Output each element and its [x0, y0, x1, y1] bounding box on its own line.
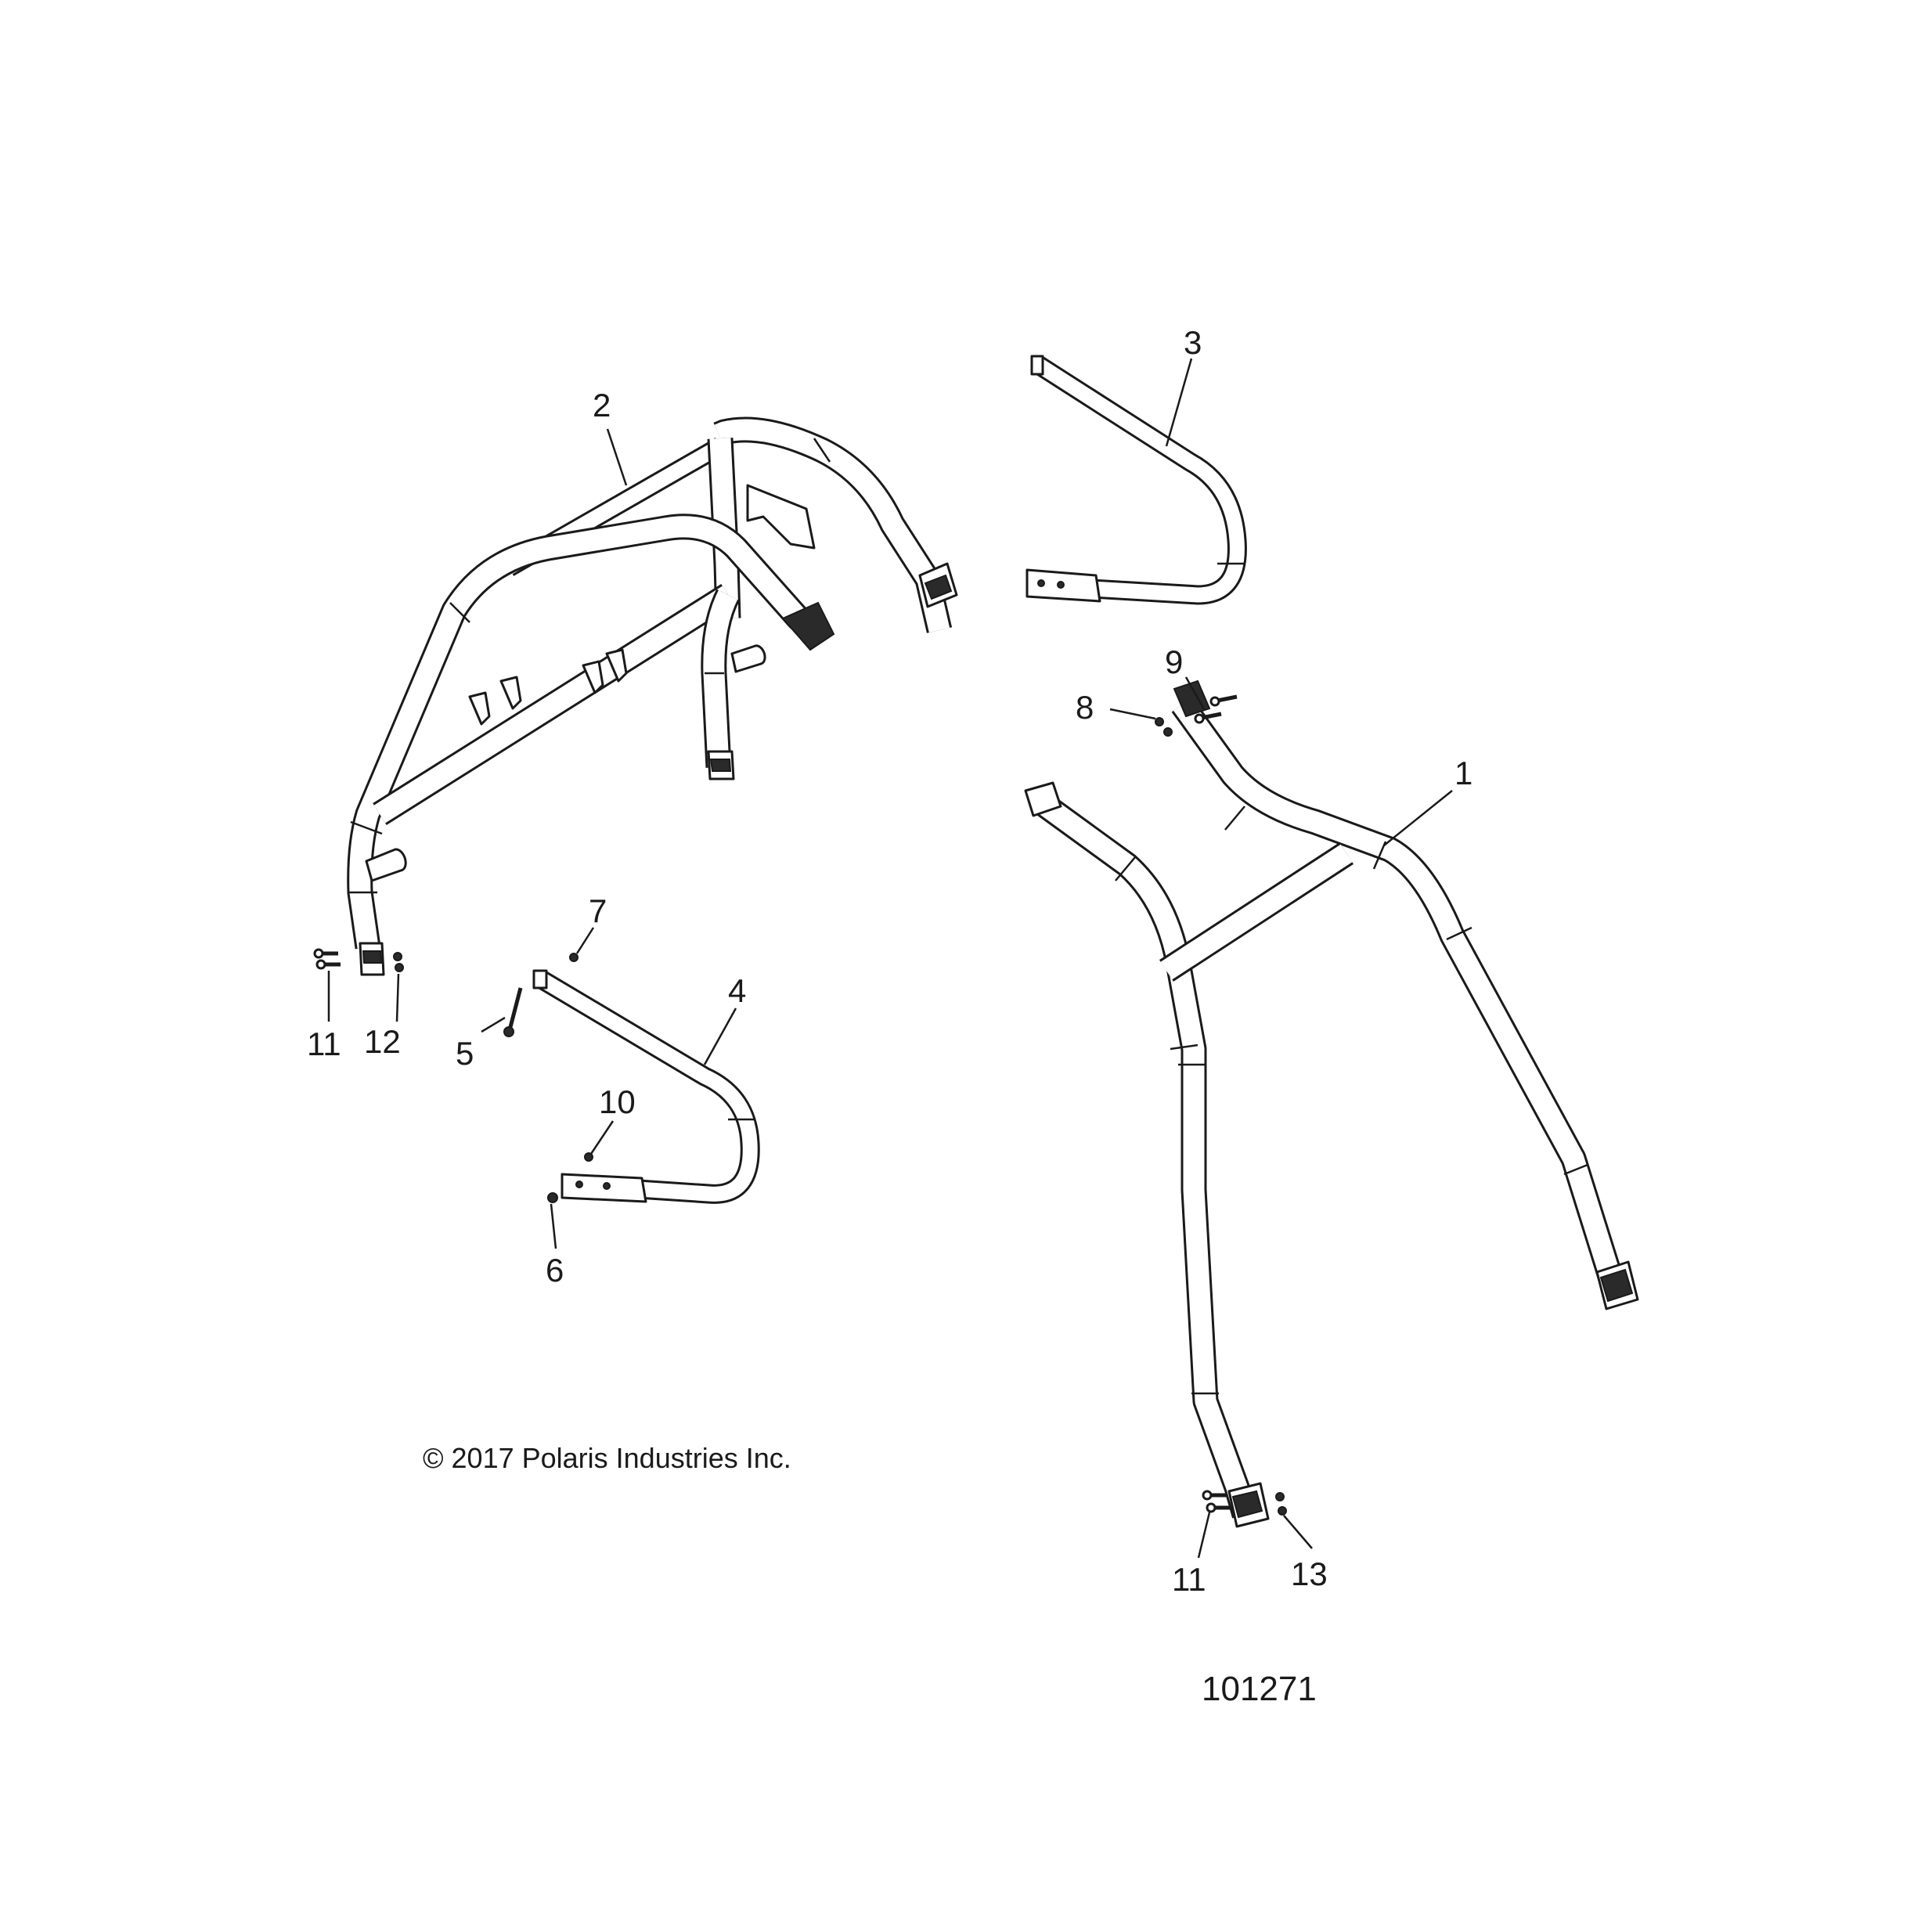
nut-10 — [584, 1152, 593, 1162]
nut-8 — [1155, 717, 1173, 737]
callout-12: 12 — [364, 1023, 401, 1060]
callout-1: 1 — [1454, 755, 1472, 791]
callout-3: 3 — [1184, 324, 1202, 361]
nut-7 — [569, 953, 579, 962]
callout-2: 2 — [593, 387, 611, 424]
nut-13 — [1275, 1492, 1287, 1516]
callout-5: 5 — [456, 1035, 474, 1072]
callout-8: 8 — [1076, 689, 1094, 726]
part-2-end-plate-front — [781, 601, 835, 651]
callout-11-left: 11 — [307, 1025, 341, 1062]
bolt-6 — [547, 1192, 558, 1203]
callout-6: 6 — [546, 1252, 564, 1289]
callout-13: 13 — [1291, 1555, 1328, 1592]
callout-4: 4 — [728, 972, 746, 1009]
bolt-11-right — [1202, 1490, 1231, 1513]
callout-11-right: 11 — [1172, 1561, 1206, 1598]
fasteners — [313, 694, 1287, 1516]
bolt-11-left — [313, 948, 341, 970]
leader-lines — [327, 358, 1453, 1559]
callout-10: 10 — [599, 1083, 636, 1120]
bolt-5 — [503, 987, 523, 1037]
callout-9: 9 — [1165, 643, 1183, 680]
callout-labels: 1 2 3 4 5 6 7 8 9 10 11 12 11 13 — [307, 324, 1472, 1598]
figure-number: 101271 — [1202, 1670, 1317, 1708]
copyright-notice: © 2017 Polaris Industries Inc. — [423, 1442, 791, 1474]
part-2-bracket-rear — [746, 484, 816, 550]
nut-12 — [393, 952, 404, 972]
part-2-front-roll-bar — [347, 416, 958, 976]
part-3-side-bar-upper — [1025, 355, 1247, 605]
bolt-9 — [1194, 694, 1238, 724]
part-4-side-bar-lower — [532, 969, 760, 1204]
part-1-rear-roll-bar — [1024, 679, 1639, 1528]
callout-7: 7 — [589, 892, 607, 929]
